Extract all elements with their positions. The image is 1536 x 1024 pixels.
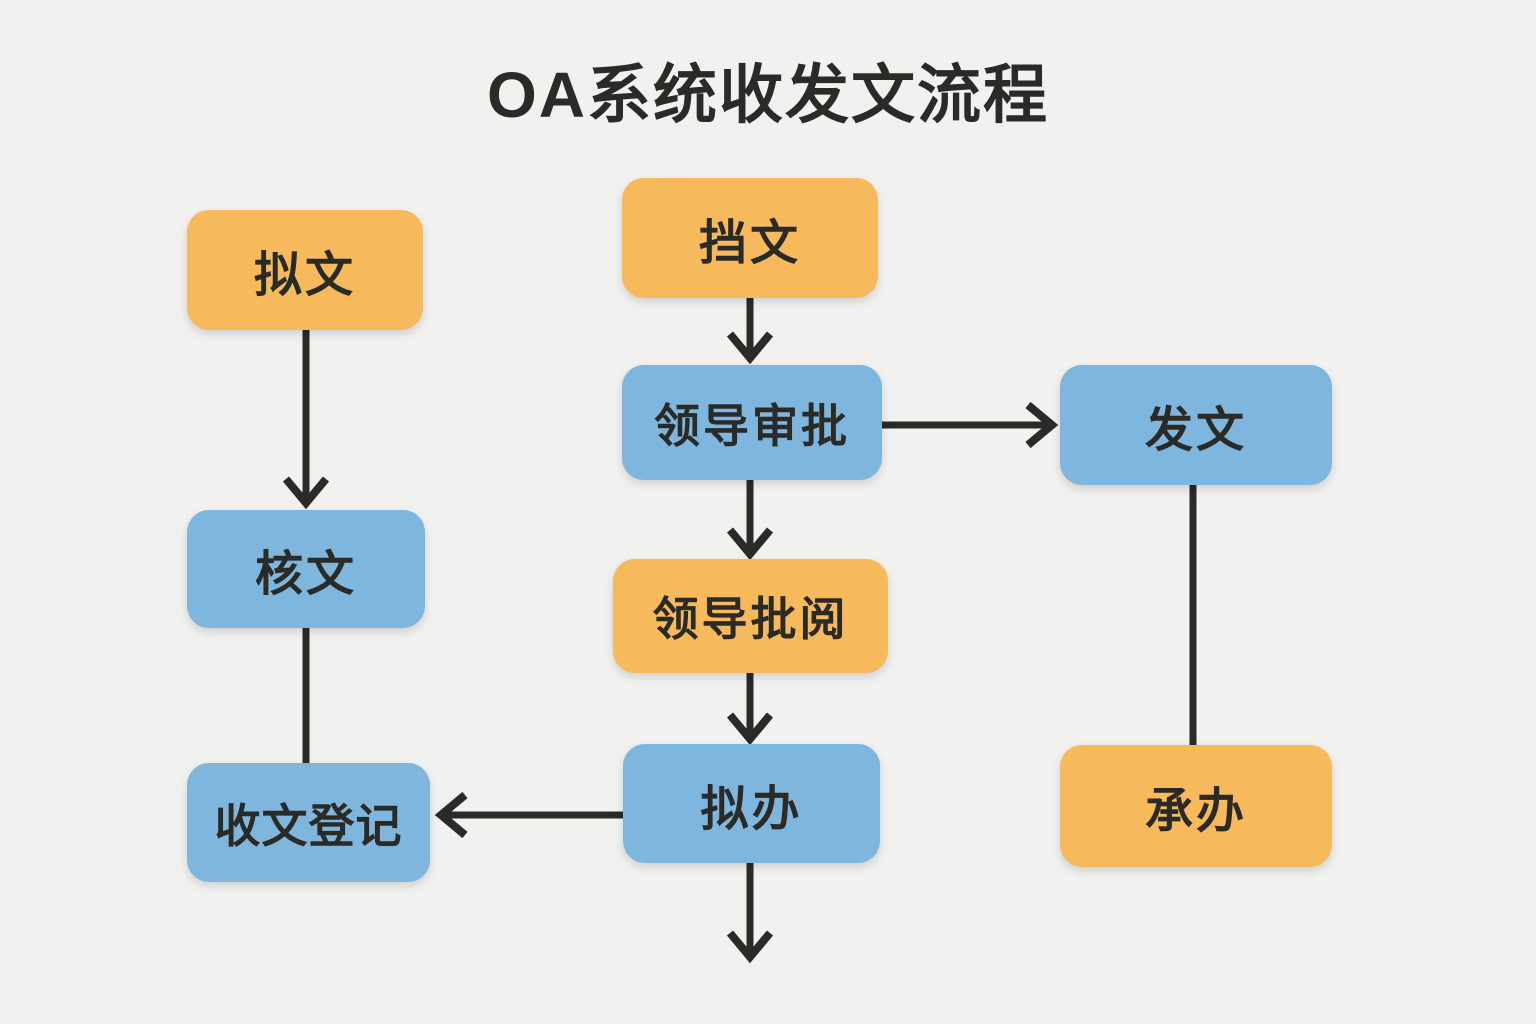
arrow-shenpi-to-fawen (882, 401, 1059, 449)
node-shenpi: 领导审批 (622, 365, 882, 480)
arrow-dangwen-to-shenpi (726, 298, 774, 365)
page-title: OA系统收发文流程 (487, 59, 1049, 131)
arrow-niban-to-dengji (434, 791, 623, 839)
node-dengji: 收文登记 (187, 763, 430, 882)
node-dangwen: 挡文 (622, 178, 878, 298)
node-chengban: 承办 (1060, 745, 1332, 867)
node-niwen: 拟文 (187, 210, 423, 330)
node-piyue: 领导批阅 (613, 559, 888, 673)
node-niban: 拟办 (623, 744, 880, 863)
arrow-niwen-to-hewen (282, 330, 330, 510)
node-hewen: 核文 (187, 510, 425, 628)
arrow-piyue-to-niban (726, 673, 774, 746)
arrow-niban-exit-bottom (726, 863, 774, 964)
node-fawen: 发文 (1060, 365, 1332, 485)
arrow-shenpi-to-piyue (726, 480, 774, 561)
